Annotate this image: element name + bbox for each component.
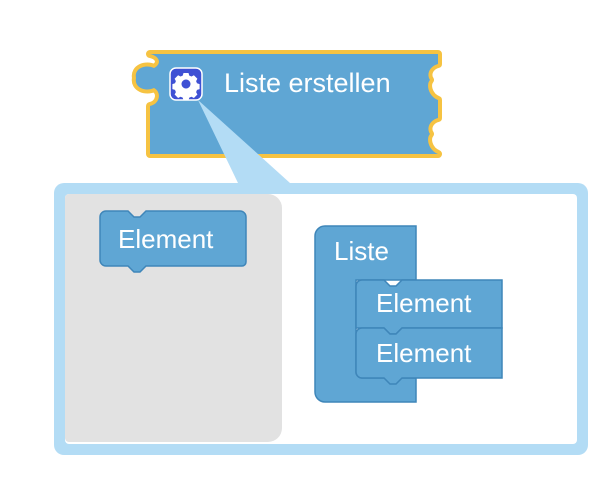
- gear-icon[interactable]: [169, 67, 203, 101]
- list-item-element-block[interactable]: Element: [355, 327, 503, 385]
- block-body: [135, 54, 438, 154]
- flyout-element-label: Element: [118, 224, 214, 254]
- list-container-label: Liste: [334, 236, 389, 266]
- list-item-label: Element: [376, 338, 472, 368]
- bubble-pointer: [198, 100, 290, 183]
- list-item-label: Element: [376, 288, 472, 318]
- list-create-block[interactable]: Liste erstellen: [131, 50, 442, 158]
- list-item-element-block[interactable]: Element: [355, 279, 503, 335]
- block-title: Liste erstellen: [224, 68, 391, 98]
- flyout-element-block[interactable]: Element: [99, 210, 247, 273]
